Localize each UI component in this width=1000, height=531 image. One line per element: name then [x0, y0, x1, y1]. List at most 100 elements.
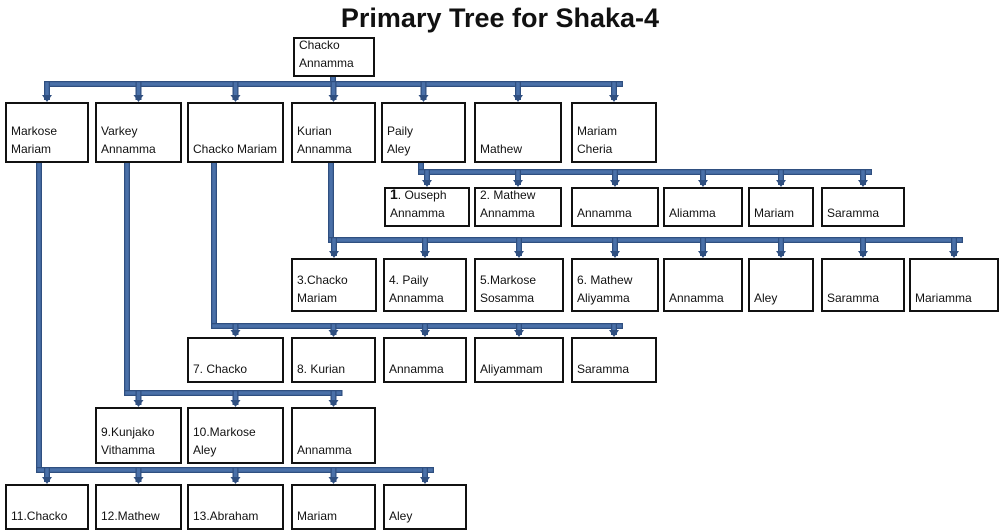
person-box-annamma: Annamma	[663, 258, 743, 312]
arrow-head-icon	[514, 330, 524, 337]
person-name-line: 1. Ouseph	[390, 187, 465, 204]
arrow-head-icon	[133, 95, 144, 102]
arrow-head-icon	[776, 251, 786, 258]
arrow-head-icon	[420, 251, 430, 258]
person-name-line: 12.Mathew	[101, 509, 160, 523]
person-box-8-kurian: 8. Kurian	[291, 337, 376, 383]
person-name-line: Paily	[387, 124, 414, 138]
person-number: 1	[390, 187, 398, 202]
person-name-line: Aley	[389, 509, 413, 523]
arrow-head-icon	[610, 251, 620, 258]
person-name-line: Mariam	[577, 124, 618, 138]
person-box-aley: Aley	[748, 258, 814, 312]
person-box-mariam: Mariam	[748, 187, 814, 227]
arrow-head-icon	[610, 180, 620, 187]
arrow-head-icon	[949, 251, 959, 258]
person-box-chacko-mariam: Chacko Mariam	[187, 102, 284, 163]
arrow-head-icon	[230, 330, 241, 337]
person-name-line: Saramma	[827, 206, 880, 220]
arrow-head-icon	[609, 95, 619, 102]
person-box-13-abraham: 13.Abraham	[187, 484, 284, 530]
arrow-head-icon	[698, 180, 708, 187]
arrow-head-icon	[230, 477, 241, 484]
person-name-line: Mariam	[297, 509, 338, 523]
person-box-7-chacko: 7. Chacko	[187, 337, 284, 383]
person-name-line: Aliamma	[669, 206, 716, 220]
person-spouse-line: Annamma	[297, 142, 352, 156]
person-name-line: 10.Markose	[193, 425, 256, 439]
person-box-mariamma: Mariamma	[909, 258, 999, 312]
person-spouse-line: Mariam	[11, 142, 52, 156]
person-name-line: 13.Abraham	[193, 509, 259, 523]
arrow-head-icon	[420, 330, 430, 337]
person-box-annamma: Annamma	[383, 337, 467, 383]
person-box-aliyammam: Aliyammam	[474, 337, 564, 383]
person-spouse-line: Annamma	[299, 56, 354, 70]
person-box-saramma: Saramma	[821, 258, 905, 312]
person-spouse-line: Annamma	[480, 206, 535, 220]
arrow-head-icon	[133, 400, 144, 407]
person-box-saramma: Saramma	[571, 337, 657, 383]
page-title: Primary Tree for Shaka-4	[340, 3, 660, 33]
person-spouse-line: Annamma	[389, 291, 444, 305]
person-box-mathew: Mathew	[474, 102, 562, 163]
person-name-line: Mariamma	[915, 291, 972, 305]
person-name-line: 3.Chacko	[297, 273, 348, 287]
person-name-line: Annamma	[669, 291, 724, 305]
arrow-head-icon	[230, 400, 241, 407]
person-name-line: 4. Paily	[389, 273, 429, 287]
person-spouse-line: Sosamma	[480, 291, 535, 305]
person-box-11-chacko: 11.Chacko	[5, 484, 89, 530]
arrow-head-icon	[328, 95, 339, 102]
person-name-line: 6. Mathew	[577, 273, 633, 287]
person-name-line: 2. Mathew	[480, 188, 536, 202]
person-name-line: 5.Markose	[480, 273, 537, 287]
person-name-line: Saramma	[577, 362, 630, 376]
person-spouse-line: Annamma	[390, 206, 445, 220]
person-name-line: Kurian	[297, 124, 332, 138]
person-box-aley: Aley	[383, 484, 467, 530]
arrow-head-icon	[418, 95, 429, 102]
arrow-head-icon	[858, 251, 868, 258]
arrow-head-icon	[133, 477, 144, 484]
arrow-head-icon	[514, 251, 524, 258]
person-name-line: Saramma	[827, 291, 880, 305]
arrow-head-icon	[513, 95, 523, 102]
arrow-head-icon	[698, 251, 708, 258]
person-name-text: . Ouseph	[397, 188, 447, 202]
person-name-line: Annamma	[577, 206, 632, 220]
person-name-line: Annamma	[297, 443, 352, 457]
person-box-aliamma: Aliamma	[663, 187, 743, 227]
person-name-line: Mathew	[480, 142, 523, 156]
person-spouse-line: Vithamma	[101, 443, 155, 457]
person-name-line: Varkey	[101, 124, 138, 138]
person-name-line: Chacko	[299, 38, 340, 52]
arrow-head-icon	[329, 251, 339, 258]
arrow-head-icon	[328, 330, 339, 337]
arrow-head-icon	[776, 180, 786, 187]
arrow-head-icon	[42, 477, 52, 484]
person-name-line: 9.Kunjako	[101, 425, 155, 439]
person-spouse-line: Cheria	[577, 142, 613, 156]
person-spouse-line: Aley	[193, 443, 217, 457]
person-spouse-line: Aliyamma	[577, 291, 630, 305]
arrow-head-icon	[328, 477, 339, 484]
arrow-head-icon	[230, 95, 241, 102]
person-name-line: 8. Kurian	[297, 362, 346, 376]
person-box-annamma: Annamma	[291, 407, 376, 464]
person-name-line: 7. Chacko	[193, 362, 248, 376]
arrow-head-icon	[513, 180, 523, 187]
